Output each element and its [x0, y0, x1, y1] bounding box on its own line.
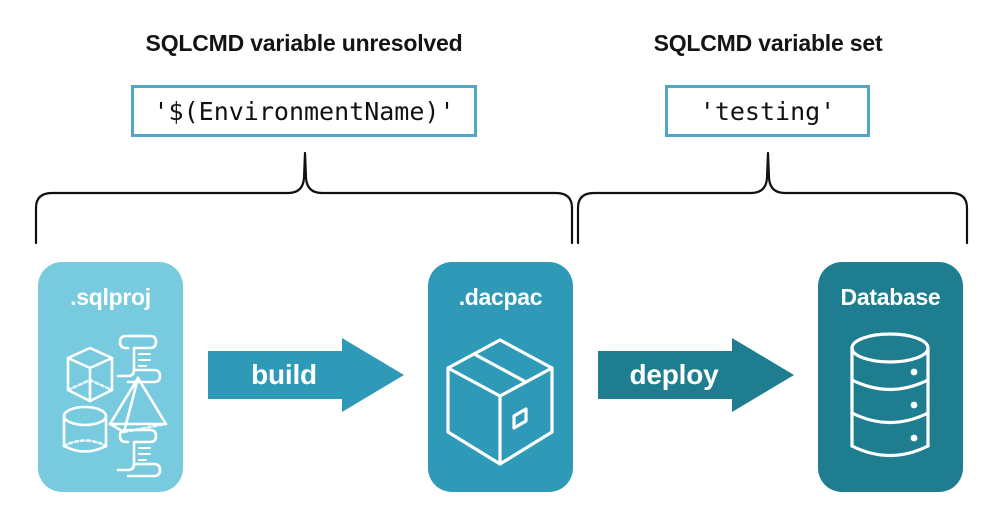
pyramid-icon — [108, 376, 168, 434]
heading-sqlcmd-variable-unresolved: SQLCMD variable unresolved — [145, 30, 463, 56]
sqlproj-icon-group — [62, 334, 168, 478]
database-icon-group — [850, 332, 930, 458]
scroll-icon-bottom — [116, 428, 162, 478]
arrow-label-deploy: deploy — [629, 359, 719, 390]
artifact-box-dacpac: .dacpac — [428, 262, 573, 492]
brace-right-icon — [576, 151, 969, 245]
code-box-testing: 'testing' — [665, 85, 870, 137]
database-cylinder-icon — [850, 332, 930, 458]
code-value-set: 'testing' — [699, 96, 836, 126]
artifact-label-sqlproj: .sqlproj — [70, 284, 151, 310]
dacpac-icon-group — [446, 338, 554, 466]
artifact-box-database: Database — [818, 262, 963, 492]
arrow-deploy: deploy — [598, 338, 794, 412]
artifact-label-database: Database — [840, 284, 941, 310]
arrow-deploy-shape — [598, 338, 794, 412]
code-box-environment-name: '$(EnvironmentName)' — [131, 85, 477, 137]
artifact-box-sqlproj: .sqlproj — [38, 262, 183, 492]
arrow-build-shape — [208, 338, 404, 412]
cube-icon — [66, 346, 114, 403]
arrow-build: build — [208, 338, 404, 412]
cylinder-icon — [62, 405, 108, 453]
package-box-icon — [446, 338, 554, 466]
brace-left-icon — [34, 151, 574, 245]
scroll-icon-top — [116, 334, 162, 384]
heading-sqlcmd-variable-set: SQLCMD variable set — [653, 30, 883, 56]
artifact-label-dacpac: .dacpac — [458, 284, 543, 310]
arrow-label-build: build — [251, 359, 317, 390]
code-value-unresolved: '$(EnvironmentName)' — [153, 96, 455, 126]
